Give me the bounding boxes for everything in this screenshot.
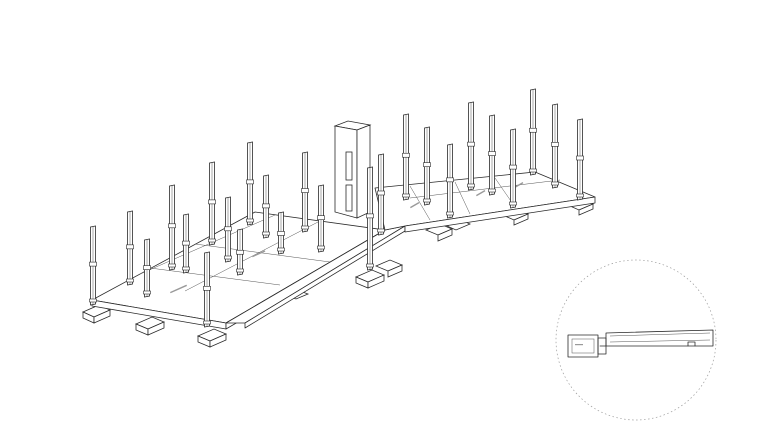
column (509, 128, 517, 209)
column (529, 88, 537, 176)
column (182, 213, 190, 274)
deck-slab (91, 171, 596, 330)
right-deck-surface (374, 171, 596, 231)
footing (354, 269, 386, 289)
column (366, 166, 374, 271)
column (301, 151, 309, 233)
column (488, 114, 496, 196)
detail-circle (555, 259, 717, 421)
column (423, 126, 431, 206)
beam-detail (567, 329, 714, 358)
column (467, 101, 475, 191)
column (126, 210, 134, 286)
column (236, 228, 244, 276)
column (208, 161, 216, 246)
column (551, 103, 559, 189)
footing (374, 259, 404, 278)
columns (89, 88, 584, 328)
column (168, 184, 176, 271)
column (89, 225, 97, 306)
column (224, 196, 232, 263)
column (317, 184, 325, 253)
detail-callout (555, 259, 717, 421)
column (262, 174, 270, 239)
column (246, 141, 254, 226)
central-core (333, 120, 372, 219)
column (402, 113, 410, 201)
column (377, 153, 385, 236)
footing (196, 328, 228, 348)
column (143, 238, 151, 298)
column (576, 118, 584, 201)
footing (134, 316, 166, 336)
column (203, 251, 211, 328)
footings (82, 199, 594, 348)
column (277, 211, 285, 255)
column (446, 143, 454, 219)
